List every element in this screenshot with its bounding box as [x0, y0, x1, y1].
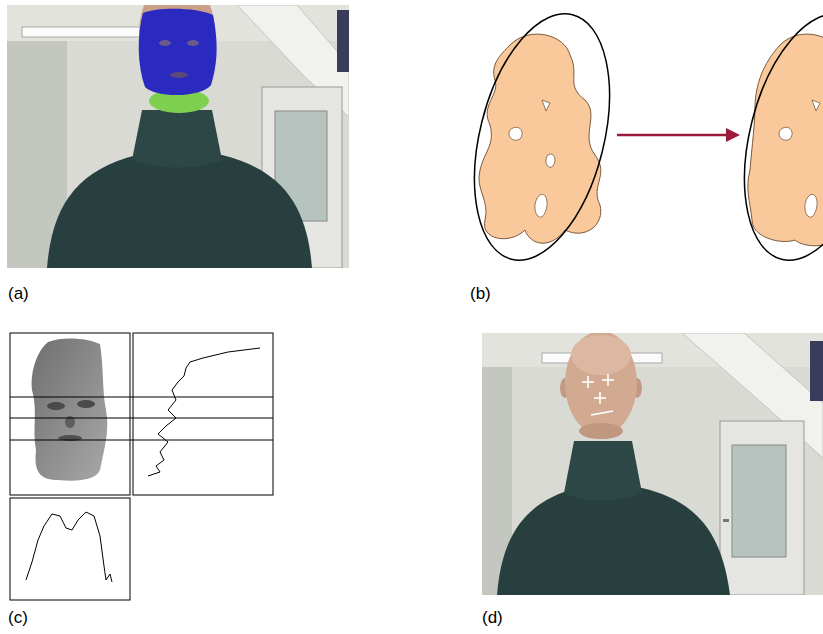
ellipse-fit-illustration — [470, 5, 823, 270]
panel-label: (c) — [8, 608, 28, 628]
panel-label: (b) — [470, 284, 491, 304]
segmented-face-photo — [7, 5, 349, 268]
panel-label: (d) — [482, 608, 503, 628]
feature-detection-photo — [482, 333, 823, 595]
projection-profiles — [8, 330, 276, 604]
panel-label: (a) — [8, 284, 29, 304]
